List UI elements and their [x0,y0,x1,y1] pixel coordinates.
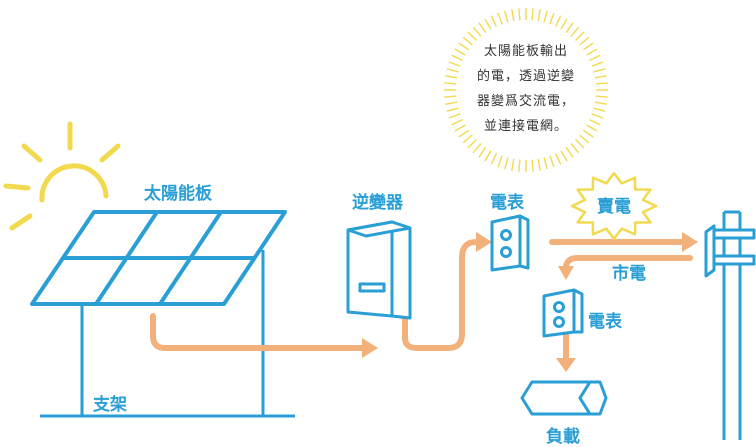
note-ray [444,82,457,85]
note-ray [446,107,459,112]
meter-top-label: 電表 [490,192,525,213]
note-ray [484,18,492,30]
note-ray [579,36,590,46]
note-ray [593,107,606,112]
note-ray [594,75,607,79]
note-ray [446,68,459,73]
note-ray [444,95,457,98]
power-flow-arrows [150,239,693,363]
note-ray [595,95,608,98]
note-ray [462,134,473,144]
note-ray [504,10,509,23]
note-ray [543,10,548,23]
note-ray [478,146,487,158]
note-ray [586,48,598,56]
grid-power-label: 市電 [612,263,646,284]
note-ray [454,124,466,132]
note-ray [448,61,461,67]
note-ray [575,31,585,41]
load-label: 負載 [546,426,580,447]
meter-bottom-label: 電表 [588,311,623,332]
note-ray [582,129,594,138]
note-ray [531,159,534,172]
note-ray [582,42,594,51]
note-ray [448,113,461,119]
note-ray [531,8,534,21]
note-ray [579,134,590,144]
sun-icon [3,121,121,231]
note-sunburst [444,8,608,172]
note-ray [554,153,562,165]
note-line-4: 並連接電網。 [484,118,568,134]
note-ray [445,75,458,79]
meter-top-icon [490,214,530,272]
note-ray [575,139,585,149]
inverter-box [346,220,412,320]
note-text: 太陽能板輸出 的電，透過逆變 器變爲交流電， 並連接電網。 [477,44,575,134]
inverter-label: 逆變器 [352,192,404,213]
sell-starburst: 賣電 [570,171,658,241]
meter-bottom-icon [542,288,584,338]
support-frame [40,250,295,418]
note-ray [589,118,601,126]
note-ray [543,157,548,170]
note-ray [451,118,463,126]
note-ray [518,8,521,21]
note-ray [591,61,604,67]
note-ray [472,26,482,37]
note-ray [570,26,580,37]
note-ray [589,54,601,62]
note-ray [511,9,515,22]
note-ray [504,157,509,170]
note-ray [549,12,555,25]
note-ray [454,48,466,56]
note-ray [593,68,606,73]
note-ray [484,150,492,162]
note-ray [451,54,463,62]
note-ray [537,9,541,22]
note-ray [478,22,487,34]
note-ray [518,159,521,172]
note-ray [490,153,498,165]
support-label: 支架 [93,394,127,415]
note-ray [458,129,470,138]
note-ray [462,36,473,46]
note-ray [467,31,477,41]
note-ray [497,155,503,168]
note-ray [565,146,574,158]
solar-panel [30,210,287,306]
note-ray [560,18,568,30]
note-ray [560,150,568,162]
note-ray [458,42,470,51]
load-icon [520,380,608,416]
note-ray [586,124,598,132]
note-ray [472,143,482,154]
note-ray [554,15,562,27]
note-ray [511,158,515,171]
note-ray [565,22,574,34]
solar-panel-label: 太陽能板 [144,183,213,204]
note-ray [570,143,580,154]
note-ray [591,113,604,119]
note-ray [467,139,477,149]
note-line-3: 器變爲交流電， [477,93,575,109]
note-ray [490,15,498,27]
note-ray [497,12,503,25]
note-ray [445,101,458,105]
note-line-2: 的電，透過逆變 [477,68,575,84]
note-ray [595,82,608,85]
note-ray [549,155,555,168]
note-ray [594,101,607,105]
utility-pole [704,210,756,440]
arrow-heads [362,232,698,372]
sell-label: 賣電 [596,196,631,217]
note-line-1: 太陽能板輸出 [484,44,568,59]
note-ray [537,158,541,171]
